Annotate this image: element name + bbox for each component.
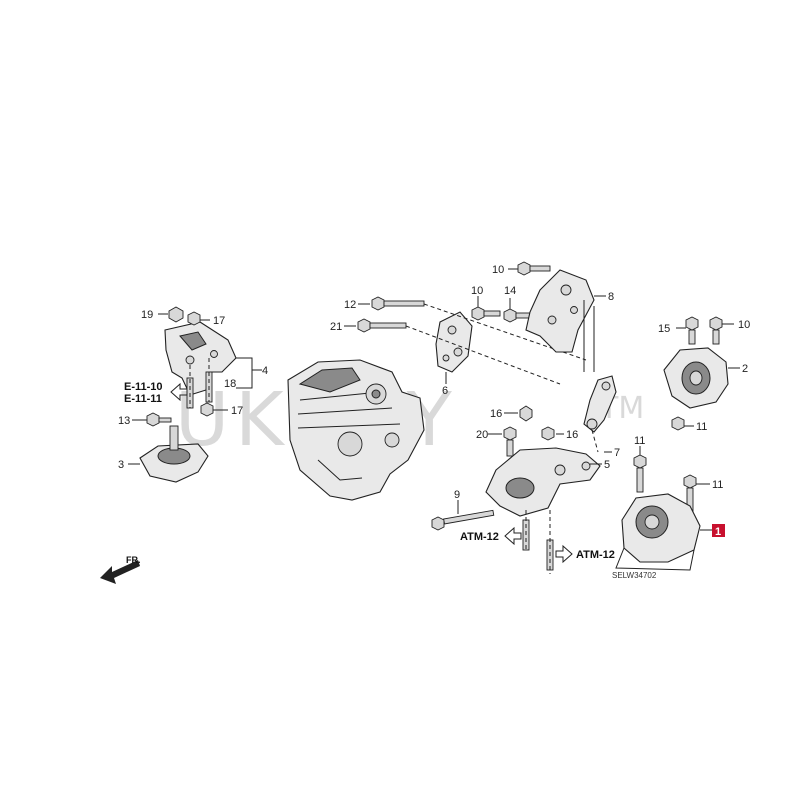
callout-21: 21 <box>330 321 342 333</box>
front-direction-arrow: FR. <box>100 555 141 584</box>
callout-14: 14 <box>504 285 516 297</box>
reference-atm-12-right: ATM-12 <box>555 544 615 564</box>
bolt-13 <box>146 412 172 427</box>
callout-10-top: 10 <box>492 264 504 276</box>
bolt-11-upper <box>633 454 647 493</box>
bolt-11-right <box>683 474 697 519</box>
lower-left-mount-3 <box>139 425 209 483</box>
engine-block <box>287 359 425 501</box>
bolt-21 <box>357 318 407 333</box>
diagram-code: SELW34702 <box>612 571 657 580</box>
callout-13: 13 <box>118 415 130 427</box>
part-1-rear-mount <box>615 493 701 571</box>
bracket-6 <box>435 311 473 373</box>
callout-17-lower: 17 <box>231 405 243 417</box>
nut-17-lower <box>200 402 214 417</box>
nut-19 <box>168 306 184 323</box>
callout-9: 9 <box>454 489 460 501</box>
callout-17-top: 17 <box>213 315 225 327</box>
nut-16-right <box>541 426 555 441</box>
bolt-20 <box>503 426 517 457</box>
callout-18: 18 <box>224 378 236 390</box>
callout-20: 20 <box>476 429 488 441</box>
callout-8: 8 <box>608 291 614 303</box>
callout-6: 6 <box>442 385 448 397</box>
bolt-11-side <box>671 416 685 431</box>
callout-16-top: 16 <box>490 408 502 420</box>
ref-e-11-10: E-11-10 <box>124 381 163 393</box>
part-1-highlight[interactable]: 1 <box>712 524 725 538</box>
callout-5: 5 <box>604 459 610 471</box>
transmission-mount-5 <box>485 447 601 517</box>
side-mount-2 <box>663 347 729 409</box>
callout-11-side: 11 <box>696 421 707 433</box>
ref-atm-12-right: ATM-12 <box>576 549 615 561</box>
callout-11-right: 11 <box>712 479 723 491</box>
direction-label: FR. <box>126 555 141 565</box>
callout-7: 7 <box>614 447 620 459</box>
bracket-8 <box>525 269 595 353</box>
upper-left-mount-bracket <box>164 321 237 396</box>
reference-atm-12-left: ATM-12 <box>460 526 522 546</box>
callout-10-right: 10 <box>738 319 750 331</box>
bolt-12 <box>371 296 425 311</box>
torque-rod-7 <box>583 375 617 433</box>
ref-e-11-11: E-11-11 <box>124 393 162 405</box>
stud-bolts-atm <box>522 519 554 571</box>
callout-19: 19 <box>141 309 153 321</box>
bolt-9 <box>431 509 495 531</box>
callout-2: 2 <box>742 363 748 375</box>
bolt-15 <box>685 316 699 345</box>
callout-4: 4 <box>262 365 268 377</box>
highlight-number: 1 <box>715 526 721 538</box>
callout-11-upper: 11 <box>634 435 645 447</box>
callout-16-right: 16 <box>566 429 578 441</box>
nut-17-top <box>187 311 201 326</box>
reference-e-11: E-11-10 E-11-11 <box>124 381 188 405</box>
callout-10-mid: 10 <box>471 285 483 297</box>
bolt-10-mid <box>471 306 501 321</box>
callout-12: 12 <box>344 299 356 311</box>
bolt-10-right <box>709 316 723 345</box>
ref-atm-12-left: ATM-12 <box>460 531 499 543</box>
callout-15: 15 <box>658 323 670 335</box>
bolt-10-top <box>517 261 551 276</box>
nut-16-top <box>519 405 533 422</box>
callout-3: 3 <box>118 459 124 471</box>
